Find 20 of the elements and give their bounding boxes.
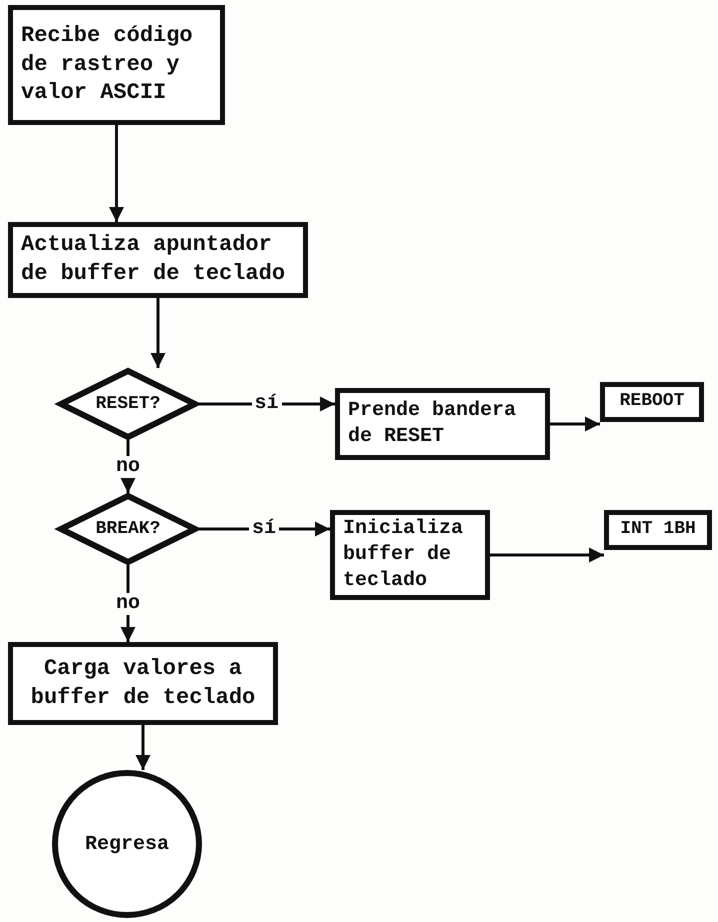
process-box <box>8 5 225 125</box>
arrow <box>490 548 604 562</box>
node-text: Actualiza apuntador de buffer de teclado <box>21 232 286 286</box>
node-text: Recibe código de rastreo y valor ASCII <box>21 23 193 106</box>
process-box <box>600 382 704 422</box>
arrow <box>550 416 600 432</box>
node-text: Regresa <box>84 832 169 856</box>
process-box <box>330 510 490 600</box>
node-text: Inicializa buffer de teclado <box>343 517 464 592</box>
node-text: INT 1BH <box>620 519 696 540</box>
arrow <box>136 725 150 770</box>
process-box <box>604 510 712 550</box>
node-text: REBOOT <box>620 391 684 412</box>
node-text: Prende bandera de RESET <box>348 399 516 448</box>
arrow <box>109 125 124 222</box>
arrow <box>150 298 166 368</box>
process-box <box>8 642 278 725</box>
process-box <box>335 388 550 460</box>
node-text: Carga valores a buffer de teclado <box>30 656 256 710</box>
process-box <box>8 222 308 298</box>
